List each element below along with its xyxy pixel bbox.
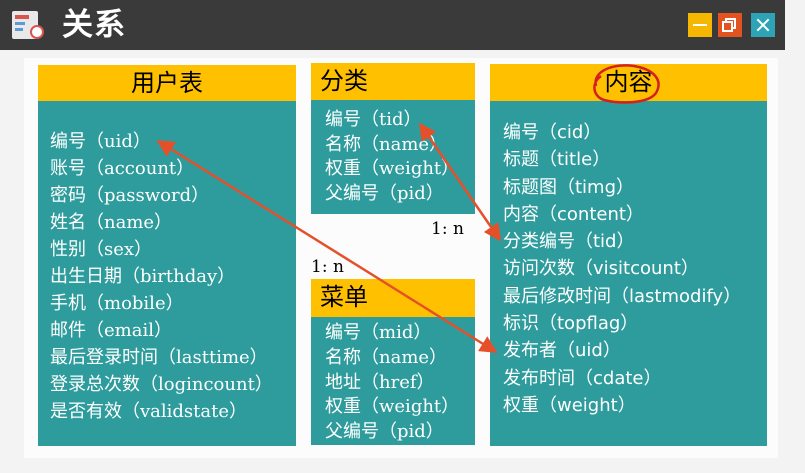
user-field: 邮件（email） [50,320,172,341]
content-table-body: 编号（cid） 标题（title） 标题图（timg） 内容（content） 分类编号… [490,101,767,446]
user-table-header: 用户表 [38,65,296,101]
content-field: 权重（weight） [503,394,636,416]
arrow-category-tid-to-content-tid [418,122,502,242]
user-field: 姓名（name） [50,212,173,233]
window-title: 关系 [62,7,126,43]
content-field: 内容（content） [503,203,644,225]
menu-field: 父编号（pid） [325,421,444,443]
menu-field: 地址（href） [325,371,435,393]
content-field: 分类编号（tid） [503,231,635,253]
content-table-header: 内容 [490,64,767,101]
maximize-icon[interactable] [718,13,742,37]
user-field: 登录总次数（logincount） [50,374,273,395]
content-field: 标题图（timg） [503,176,635,198]
user-field: 编号（uid） [50,131,151,152]
content-field: 最后修改时间（lastmodify） [503,285,742,307]
category-table-header: 分类 [311,63,475,100]
arrow-user-uid-to-content-uid [156,139,498,354]
content-field: 访问次数（visitcount） [503,258,699,280]
content-field: 发布者（uid） [503,340,621,362]
content-field: 编号（cid） [503,122,602,143]
content-field: 发布时间（cdate） [503,367,662,389]
category-field: 编号（tid） [325,109,422,130]
minimize-icon[interactable] [688,13,712,37]
user-field: 手机（mobile） [50,293,184,314]
menu-field: 权重（weight） [325,396,460,418]
title-bar: 关系 [0,0,785,50]
user-field: 性别（sex） [50,239,153,260]
content-field: 标题（title） [503,149,611,171]
presentation-app-icon [12,11,44,39]
user-field: 是否有效（validstate） [50,401,248,422]
close-icon[interactable] [751,13,775,37]
content-field: 标识（topflag） [503,313,639,335]
handdrawn-circle-annotation [593,64,660,104]
